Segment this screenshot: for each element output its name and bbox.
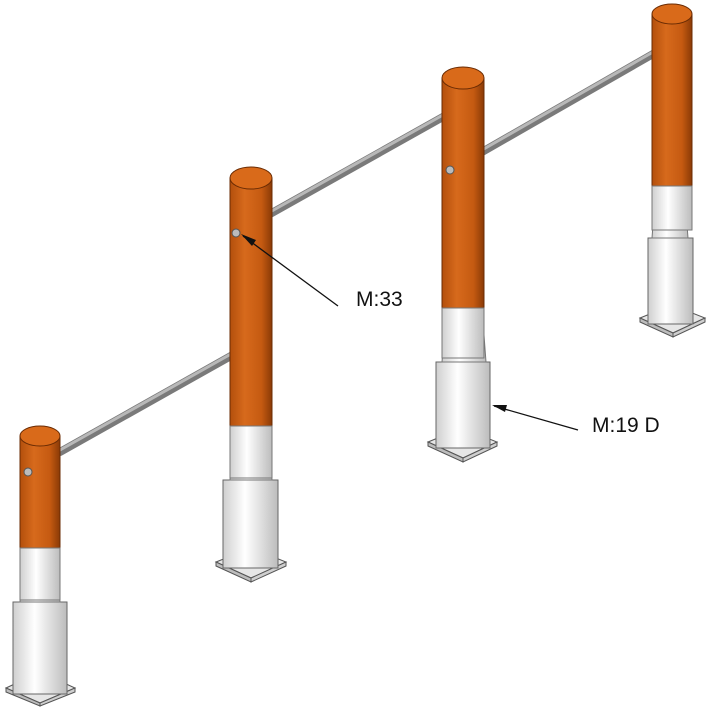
post-3 [426, 66, 499, 463]
post-2-base-sleeve [222, 479, 279, 569]
post-1-top [19, 425, 61, 447]
post-4-top [651, 3, 693, 25]
rail-3 [478, 46, 664, 156]
callout-base-arrowhead [492, 405, 507, 412]
rail-2-highlight [268, 109, 452, 214]
post-3-wood [441, 77, 485, 311]
callout-bolt: M:33 [241, 234, 403, 311]
rail-2 [266, 109, 454, 218]
post-2-wood [229, 177, 273, 429]
rail-1-highlight [58, 348, 240, 452]
post-1-bolt [23, 467, 33, 477]
post-4-base-sleeve [647, 237, 694, 325]
callout-base-label: M:19 D [592, 414, 660, 437]
callout-base: M:19 D [492, 405, 660, 437]
post-3-base-sleeve [435, 361, 491, 449]
post-3-bolt [445, 165, 455, 175]
post-2 [214, 166, 288, 583]
post-1-base-sleeve [12, 601, 68, 695]
post-1-wood [19, 435, 61, 551]
post-2-top [229, 166, 273, 190]
post-4-wood [651, 13, 693, 187]
rails [56, 46, 664, 456]
post-3-top [441, 66, 485, 90]
callout-bolt-arrowhead [241, 234, 256, 246]
post-4 [638, 3, 707, 338]
callout-bolt-label: M:33 [356, 288, 403, 311]
callout-base-leader [493, 405, 579, 431]
post-1 [4, 425, 77, 707]
post-2-bolt [231, 228, 241, 238]
rail-1 [56, 348, 242, 456]
rail-3-highlight [480, 46, 662, 152]
callout-bolt-leader [242, 235, 339, 307]
